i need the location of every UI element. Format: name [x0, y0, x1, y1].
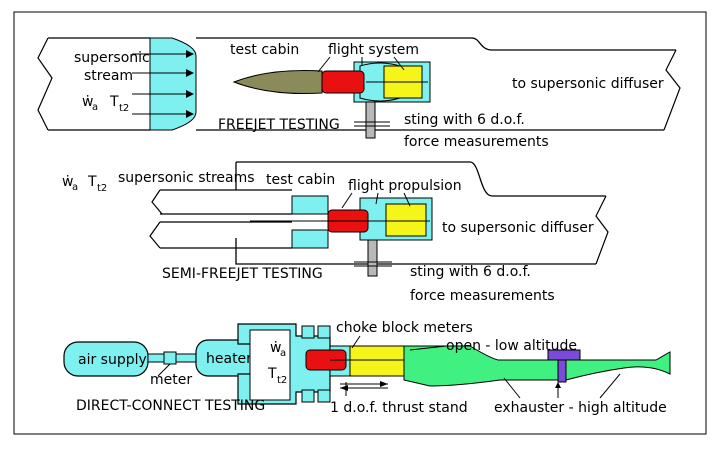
freejet-leader-3: [393, 56, 405, 71]
semi-freejet-section: ẇ a T t2 supersonic streams test cabin f…: [62, 161, 609, 304]
semi-sting: [367, 239, 378, 277]
direct-tt-sub: t2: [277, 375, 287, 386]
exhaust-duct: [403, 345, 671, 387]
direct-wa-label: ẇ: [270, 340, 281, 356]
exhauster-leader-1: [503, 377, 521, 399]
semi-leader-2: [375, 192, 379, 205]
freejet-tt-label: T: [109, 94, 119, 110]
semi-streams-label: supersonic streams: [118, 170, 255, 186]
semi-duct-top: [160, 189, 292, 215]
freejet-break-right: [663, 49, 681, 131]
freejet-engine-red: [321, 70, 365, 94]
semi-engine-yellow: [385, 203, 427, 237]
semi-wa-sub: a: [72, 182, 78, 193]
semi-force-label: force measurements: [410, 288, 555, 304]
semi-flight-propulsion-label: flight propulsion: [348, 178, 462, 194]
freejet-flow-arrows: [132, 50, 194, 118]
freejet-nozzle: [149, 37, 197, 131]
freejet-tt-sub: t2: [119, 103, 129, 114]
exhauster-leader-2: [599, 373, 621, 399]
freejet-diffuser-label: to supersonic diffuser: [512, 76, 664, 92]
meter-leader: [157, 363, 171, 377]
freejet-sting: [365, 101, 376, 139]
freejet-sting-label: sting with 6 d.o.f.: [404, 112, 525, 128]
direct-title: DIRECT-CONNECT TESTING: [76, 398, 265, 414]
semi-duct-bottom: [160, 221, 292, 249]
freejet-stream-label-1: supersonic: [74, 50, 150, 66]
freejet-section: supersonic stream ẇ a T t2 test cabin fl…: [37, 37, 681, 150]
choke-label: choke block meters: [336, 320, 473, 336]
semi-diffuser-label: to supersonic diffuser: [442, 220, 594, 236]
semi-break-left: [149, 189, 163, 249]
freejet-force-label: force measurements: [404, 134, 549, 150]
semi-sting-label: sting with 6 d.o.f.: [410, 264, 531, 280]
semi-tt-sub: t2: [97, 183, 107, 194]
choke-block-3: [317, 325, 331, 339]
choke-block-4: [317, 389, 331, 403]
semi-title: SEMI-FREEJET TESTING: [162, 266, 323, 282]
freejet-wa-sub: a: [92, 102, 98, 113]
freejet-cabin-wall-top: [196, 37, 676, 51]
freejet-leader-1: [317, 56, 331, 73]
meter-label: meter: [150, 372, 192, 388]
exhauster-pipe: [557, 359, 567, 383]
direct-tt-label: T: [267, 366, 277, 382]
air-supply-label: air supply: [78, 352, 147, 368]
semi-leader-1: [341, 192, 353, 209]
choke-block-2: [301, 389, 315, 403]
semi-wa-label: ẇ: [62, 174, 73, 190]
open-label: open - low altitude: [446, 338, 577, 354]
semi-cabin-wall-bottom: [235, 238, 596, 265]
meter-device: [163, 351, 177, 365]
choke-leader: [351, 335, 361, 349]
diagram-border: [13, 11, 707, 435]
freejet-wa-label: ẇ: [82, 94, 93, 110]
freejet-forebody: [232, 69, 323, 95]
exhauster-label: exhauster - high altitude: [494, 400, 667, 416]
direct-wa-sub: a: [280, 348, 286, 359]
freejet-stream-label-2: stream: [84, 68, 133, 84]
heater-label: heater: [206, 351, 252, 367]
semi-test-cabin-label: test cabin: [266, 172, 335, 188]
freejet-title: FREEJET TESTING: [218, 117, 340, 133]
semi-leader-3: [403, 192, 411, 207]
freejet-flight-system-label: flight system: [328, 42, 419, 58]
plenum-chamber: [249, 329, 291, 401]
semi-break-right: [595, 195, 609, 265]
direct-connect-section: air supply meter heater ẇ a T t2: [63, 320, 671, 416]
open-leader: [409, 345, 447, 351]
freejet-break-left: [37, 37, 53, 131]
freejet-test-cabin-label: test cabin: [230, 42, 299, 58]
choke-block-1: [301, 325, 315, 339]
semi-nozzle-bottom: [291, 229, 329, 249]
direct-engine-yellow: [349, 345, 405, 377]
thrust-label: 1 d.o.f. thrust stand: [330, 400, 468, 416]
semi-nozzle-top: [291, 195, 329, 215]
semi-tt-label: T: [87, 174, 97, 190]
semi-cabin-wall-top: [236, 161, 606, 197]
